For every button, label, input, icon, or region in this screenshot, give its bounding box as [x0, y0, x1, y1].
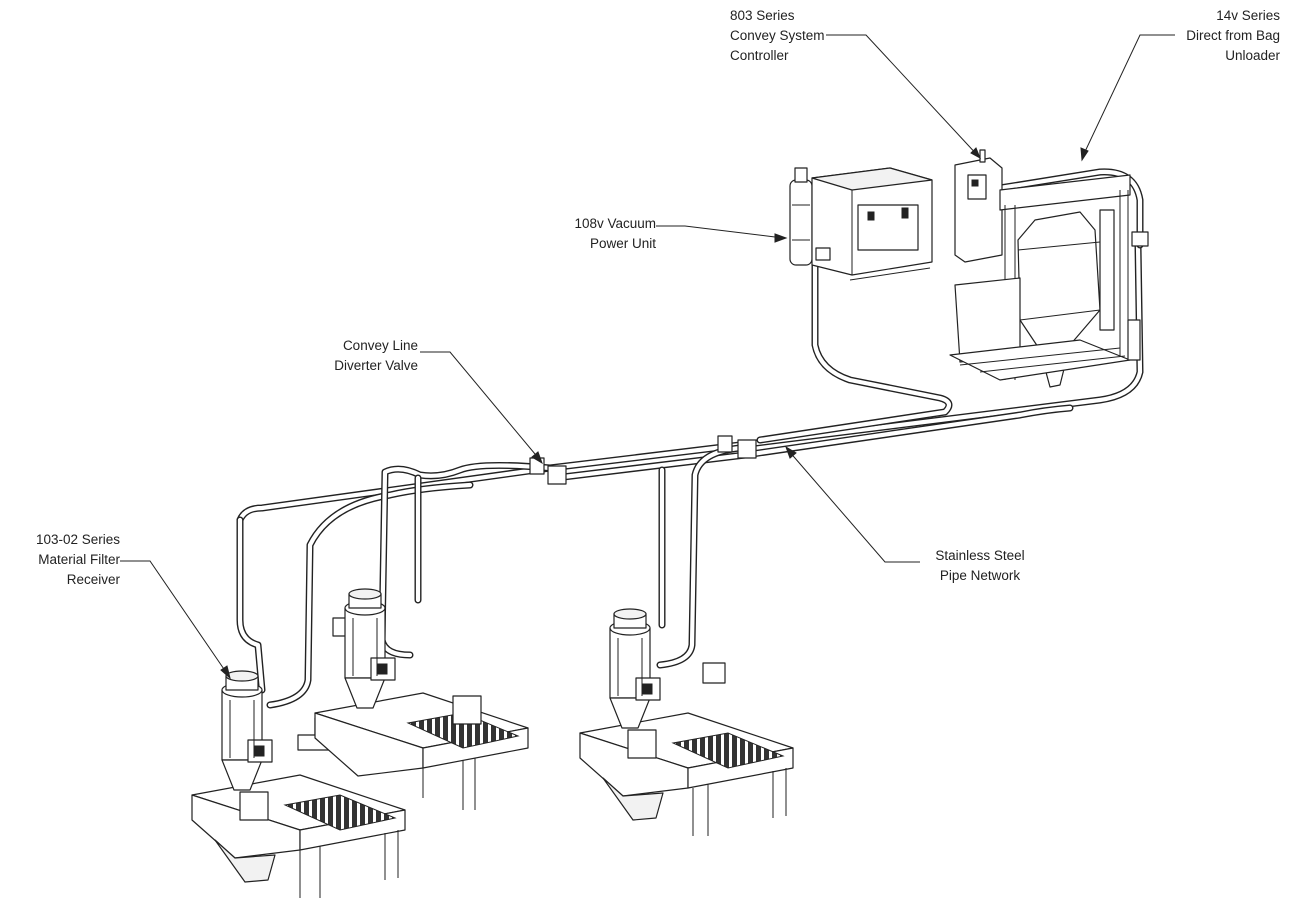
label-line: 108v Vacuum	[574, 216, 656, 231]
label-line: 803 Series	[730, 8, 795, 23]
label-material-filter-receiver: 103-02 Series Material Filter Receiver	[0, 530, 120, 590]
leader-diverter-valve	[420, 351, 541, 461]
receiver-station-2	[314, 588, 529, 810]
pipe-network	[236, 168, 1144, 709]
label-diverter-valve: Convey Line Diverter Valve	[290, 336, 418, 376]
label-line: Power Unit	[589, 236, 656, 251]
label-line: Convey System	[730, 28, 825, 43]
label-line: Pipe Network	[939, 568, 1021, 583]
label-line: 14v Series	[1216, 8, 1280, 23]
leader-bag-unloader	[1081, 34, 1175, 159]
arrowhead-pipe-network	[785, 445, 797, 459]
leader-vacuum-unit	[656, 225, 784, 239]
label-line: Receiver	[66, 572, 120, 587]
receiver-station-1	[191, 670, 406, 898]
label-line: 103-02 Series	[35, 532, 120, 547]
label-line: Unloader	[1225, 48, 1280, 63]
label-line: Convey Line	[342, 338, 418, 353]
label-pipe-network: Stainless Steel Pipe Network	[920, 546, 1040, 586]
leader-lines	[120, 34, 1175, 680]
arrowhead-bag-unloader	[1080, 147, 1089, 162]
label-line: Direct from Bag	[1186, 28, 1280, 43]
leader-filter-receiver	[120, 560, 229, 676]
label-bag-unloader: 14v Series Direct from Bag Unloader	[1140, 6, 1280, 66]
arrowhead-controller	[970, 147, 981, 160]
leader-controller	[826, 34, 981, 159]
label-line: Stainless Steel	[935, 548, 1025, 563]
label-vacuum-power-unit: 108v Vacuum Power Unit	[530, 214, 656, 254]
leader-pipe-network	[787, 449, 920, 563]
arrowhead-diverter-valve	[531, 451, 543, 465]
receiver-station-3	[579, 608, 794, 836]
label-convey-system-controller: 803 Series Convey System Controller	[730, 6, 825, 66]
label-line: Material Filter	[38, 552, 120, 567]
bag-unloader	[949, 149, 1149, 388]
arrowhead-filter-receiver	[220, 665, 231, 680]
label-line: Controller	[730, 48, 789, 63]
vacuum-power-unit	[789, 167, 933, 281]
label-line: Diverter Valve	[334, 358, 418, 373]
arrowhead-vacuum-unit	[774, 233, 788, 243]
